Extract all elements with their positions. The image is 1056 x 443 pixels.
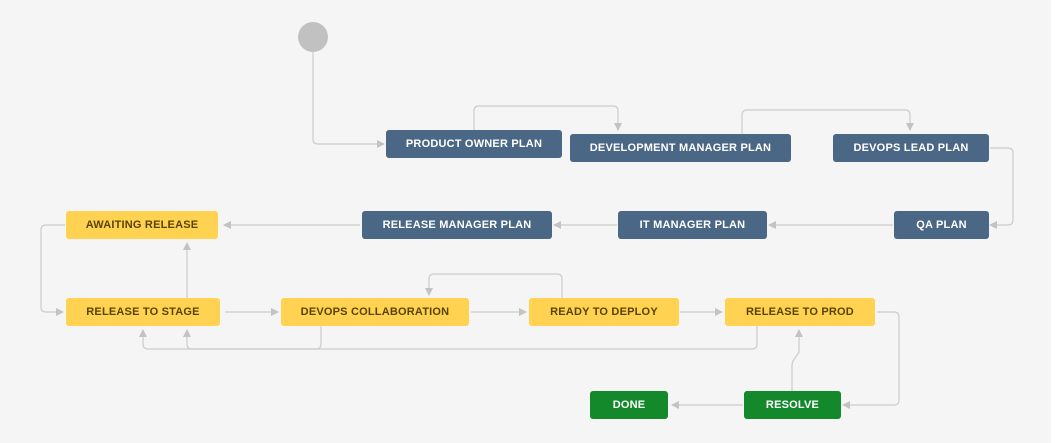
transition-release-prod-to-release-stage — [139, 326, 758, 350]
transition-resolve-to-release-prod — [791, 329, 803, 391]
canvas-right-edge — [1051, 0, 1056, 443]
status-done[interactable]: DONE — [590, 391, 668, 419]
status-qa-plan[interactable]: QA PLAN — [894, 211, 989, 239]
transition-ready-to-devops-collab — [425, 273, 563, 298]
start-node[interactable] — [298, 22, 328, 52]
status-release-to-stage[interactable]: RELEASE TO STAGE — [66, 298, 220, 326]
transition-dev-manager-to-devops-lead — [741, 109, 914, 134]
transition-product-owner-to-dev-manager — [473, 105, 622, 131]
transition-devops-lead-to-qa — [989, 147, 1014, 229]
status-resolve[interactable]: RESOLVE — [744, 391, 841, 419]
status-release-to-prod[interactable]: RELEASE TO PROD — [725, 298, 875, 326]
transition-devops-collab-to-release-stage — [183, 326, 322, 350]
status-release-manager-plan[interactable]: RELEASE MANAGER PLAN — [362, 211, 552, 239]
status-development-manager-plan[interactable]: DEVELOPMENT MANAGER PLAN — [570, 134, 791, 162]
transition-release-prod-to-resolve — [842, 311, 900, 409]
status-it-manager-plan[interactable]: IT MANAGER PLAN — [618, 211, 767, 239]
status-devops-collaboration[interactable]: DEVOPS COLLABORATION — [281, 298, 469, 326]
transition-start-to-product-owner — [312, 52, 385, 148]
status-ready-to-deploy[interactable]: READY TO DEPLOY — [529, 298, 679, 326]
status-devops-lead-plan[interactable]: DEVOPS LEAD PLAN — [833, 134, 989, 162]
status-product-owner-plan[interactable]: PRODUCT OWNER PLAN — [386, 130, 562, 158]
status-awaiting-release[interactable]: AWAITING RELEASE — [66, 211, 218, 239]
transition-awaiting-to-release-stage — [40, 224, 65, 316]
